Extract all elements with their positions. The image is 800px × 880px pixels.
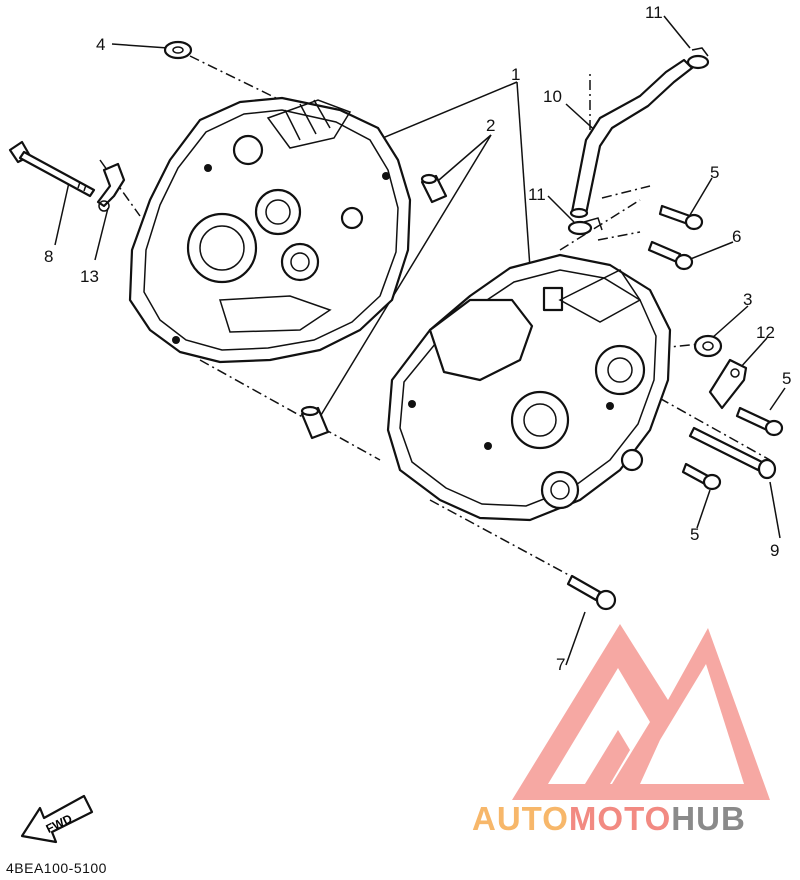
callout-7: 7 bbox=[556, 655, 565, 674]
clip-11-upper bbox=[686, 47, 710, 70]
callout-13: 13 bbox=[80, 267, 99, 286]
hose-10 bbox=[569, 58, 694, 219]
washer-4 bbox=[163, 40, 193, 60]
callout-5-right: 5 bbox=[782, 369, 791, 388]
plate-12 bbox=[708, 358, 748, 410]
callout-9: 9 bbox=[770, 541, 779, 560]
callout-8: 8 bbox=[44, 247, 53, 266]
dowel-pin-lower bbox=[300, 405, 330, 440]
bolt-5-right bbox=[735, 406, 784, 437]
callout-3: 3 bbox=[743, 290, 752, 309]
bolt-5-lower bbox=[681, 462, 722, 491]
callout-5-upper: 5 bbox=[710, 163, 719, 182]
clip-11-lower bbox=[567, 217, 603, 236]
watermark-brand: AUTOMOTOHUB bbox=[472, 800, 746, 838]
callout-1: 1 bbox=[511, 65, 520, 84]
watermark-hub: HUB bbox=[671, 800, 746, 837]
callout-10: 10 bbox=[543, 87, 562, 106]
callout-labels: 1 2 3 4 5 5 5 6 7 8 9 10 11 11 12 13 bbox=[44, 3, 791, 674]
clamp-13 bbox=[96, 162, 126, 212]
callout-2: 2 bbox=[486, 116, 495, 135]
washer-3 bbox=[693, 334, 723, 358]
fwd-arrow-icon: FWD bbox=[20, 794, 94, 844]
watermark-logo bbox=[512, 624, 770, 800]
crankcase-right-half bbox=[386, 253, 672, 522]
bolt-5-upper bbox=[658, 204, 704, 231]
bolt-6 bbox=[647, 240, 694, 271]
watermark-auto: AUTO bbox=[472, 800, 569, 837]
crankcase-left-half bbox=[128, 96, 412, 364]
callout-4: 4 bbox=[96, 35, 105, 54]
dowel-pin-upper bbox=[420, 173, 448, 204]
callout-12: 12 bbox=[756, 323, 775, 342]
watermark-moto: MOTO bbox=[568, 800, 672, 837]
drawing-code: 4BEA100-5100 bbox=[6, 860, 107, 876]
callout-11-upper: 11 bbox=[645, 3, 663, 22]
callout-11-lower: 11 bbox=[528, 185, 546, 204]
bolt-8 bbox=[8, 140, 96, 198]
callout-5-lower: 5 bbox=[690, 525, 699, 544]
bolt-7 bbox=[566, 574, 617, 611]
bolt-9 bbox=[688, 426, 777, 480]
leader-lines bbox=[54, 15, 786, 666]
callout-6: 6 bbox=[732, 227, 741, 246]
